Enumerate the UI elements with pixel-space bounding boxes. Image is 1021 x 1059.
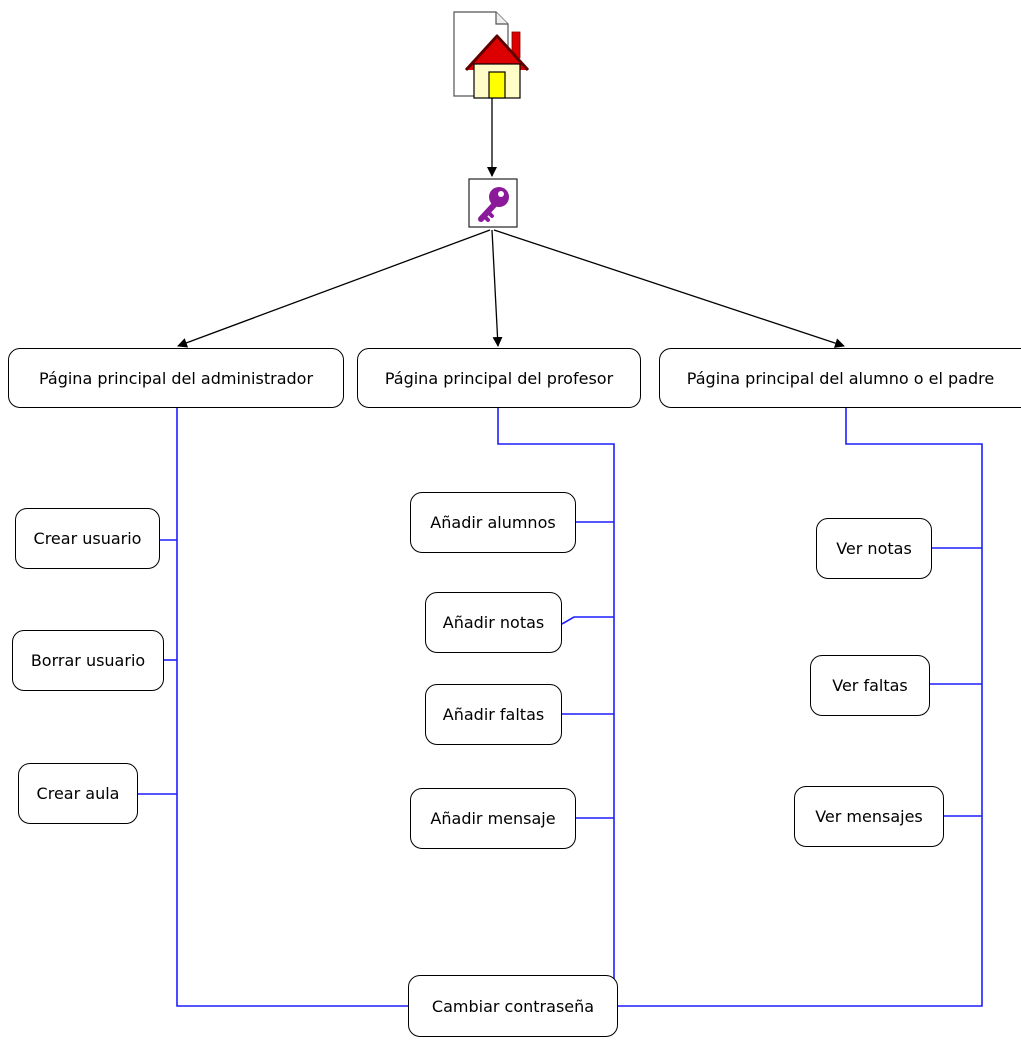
- change-password-node[interactable]: Cambiar contraseña: [408, 975, 618, 1037]
- add-students-node[interactable]: Añadir alumnos: [410, 492, 576, 553]
- teacher-home-page[interactable]: Página principal del profesor: [357, 348, 641, 408]
- connector-add-grades: [561, 616, 614, 625]
- view-messages-node[interactable]: Ver mensajes: [794, 786, 944, 847]
- home-page-icon: [453, 11, 530, 99]
- admin-home-page[interactable]: Página principal del administrador: [8, 348, 344, 408]
- arrow-login-to-admin: [177, 229, 491, 348]
- view-grades-node[interactable]: Ver notas: [816, 518, 932, 579]
- connector-student-trunk: [618, 408, 983, 1007]
- add-absences-node[interactable]: Añadir faltas: [425, 684, 562, 745]
- create-user-node[interactable]: Crear usuario: [15, 508, 160, 569]
- connector-admin-trunk: [176, 406, 410, 1007]
- arrow-login-to-teacher: [491, 229, 503, 347]
- arrow-login-to-student: [493, 229, 845, 348]
- add-grades-node[interactable]: Añadir notas: [425, 592, 562, 653]
- view-absences-node[interactable]: Ver faltas: [810, 655, 930, 716]
- student-parent-home-page[interactable]: Página principal del alumno o el padre: [659, 348, 1021, 408]
- add-message-node[interactable]: Añadir mensaje: [410, 788, 576, 849]
- create-classroom-node[interactable]: Crear aula: [18, 763, 138, 824]
- delete-user-node[interactable]: Borrar usuario: [12, 630, 164, 691]
- key-icon: [468, 178, 518, 228]
